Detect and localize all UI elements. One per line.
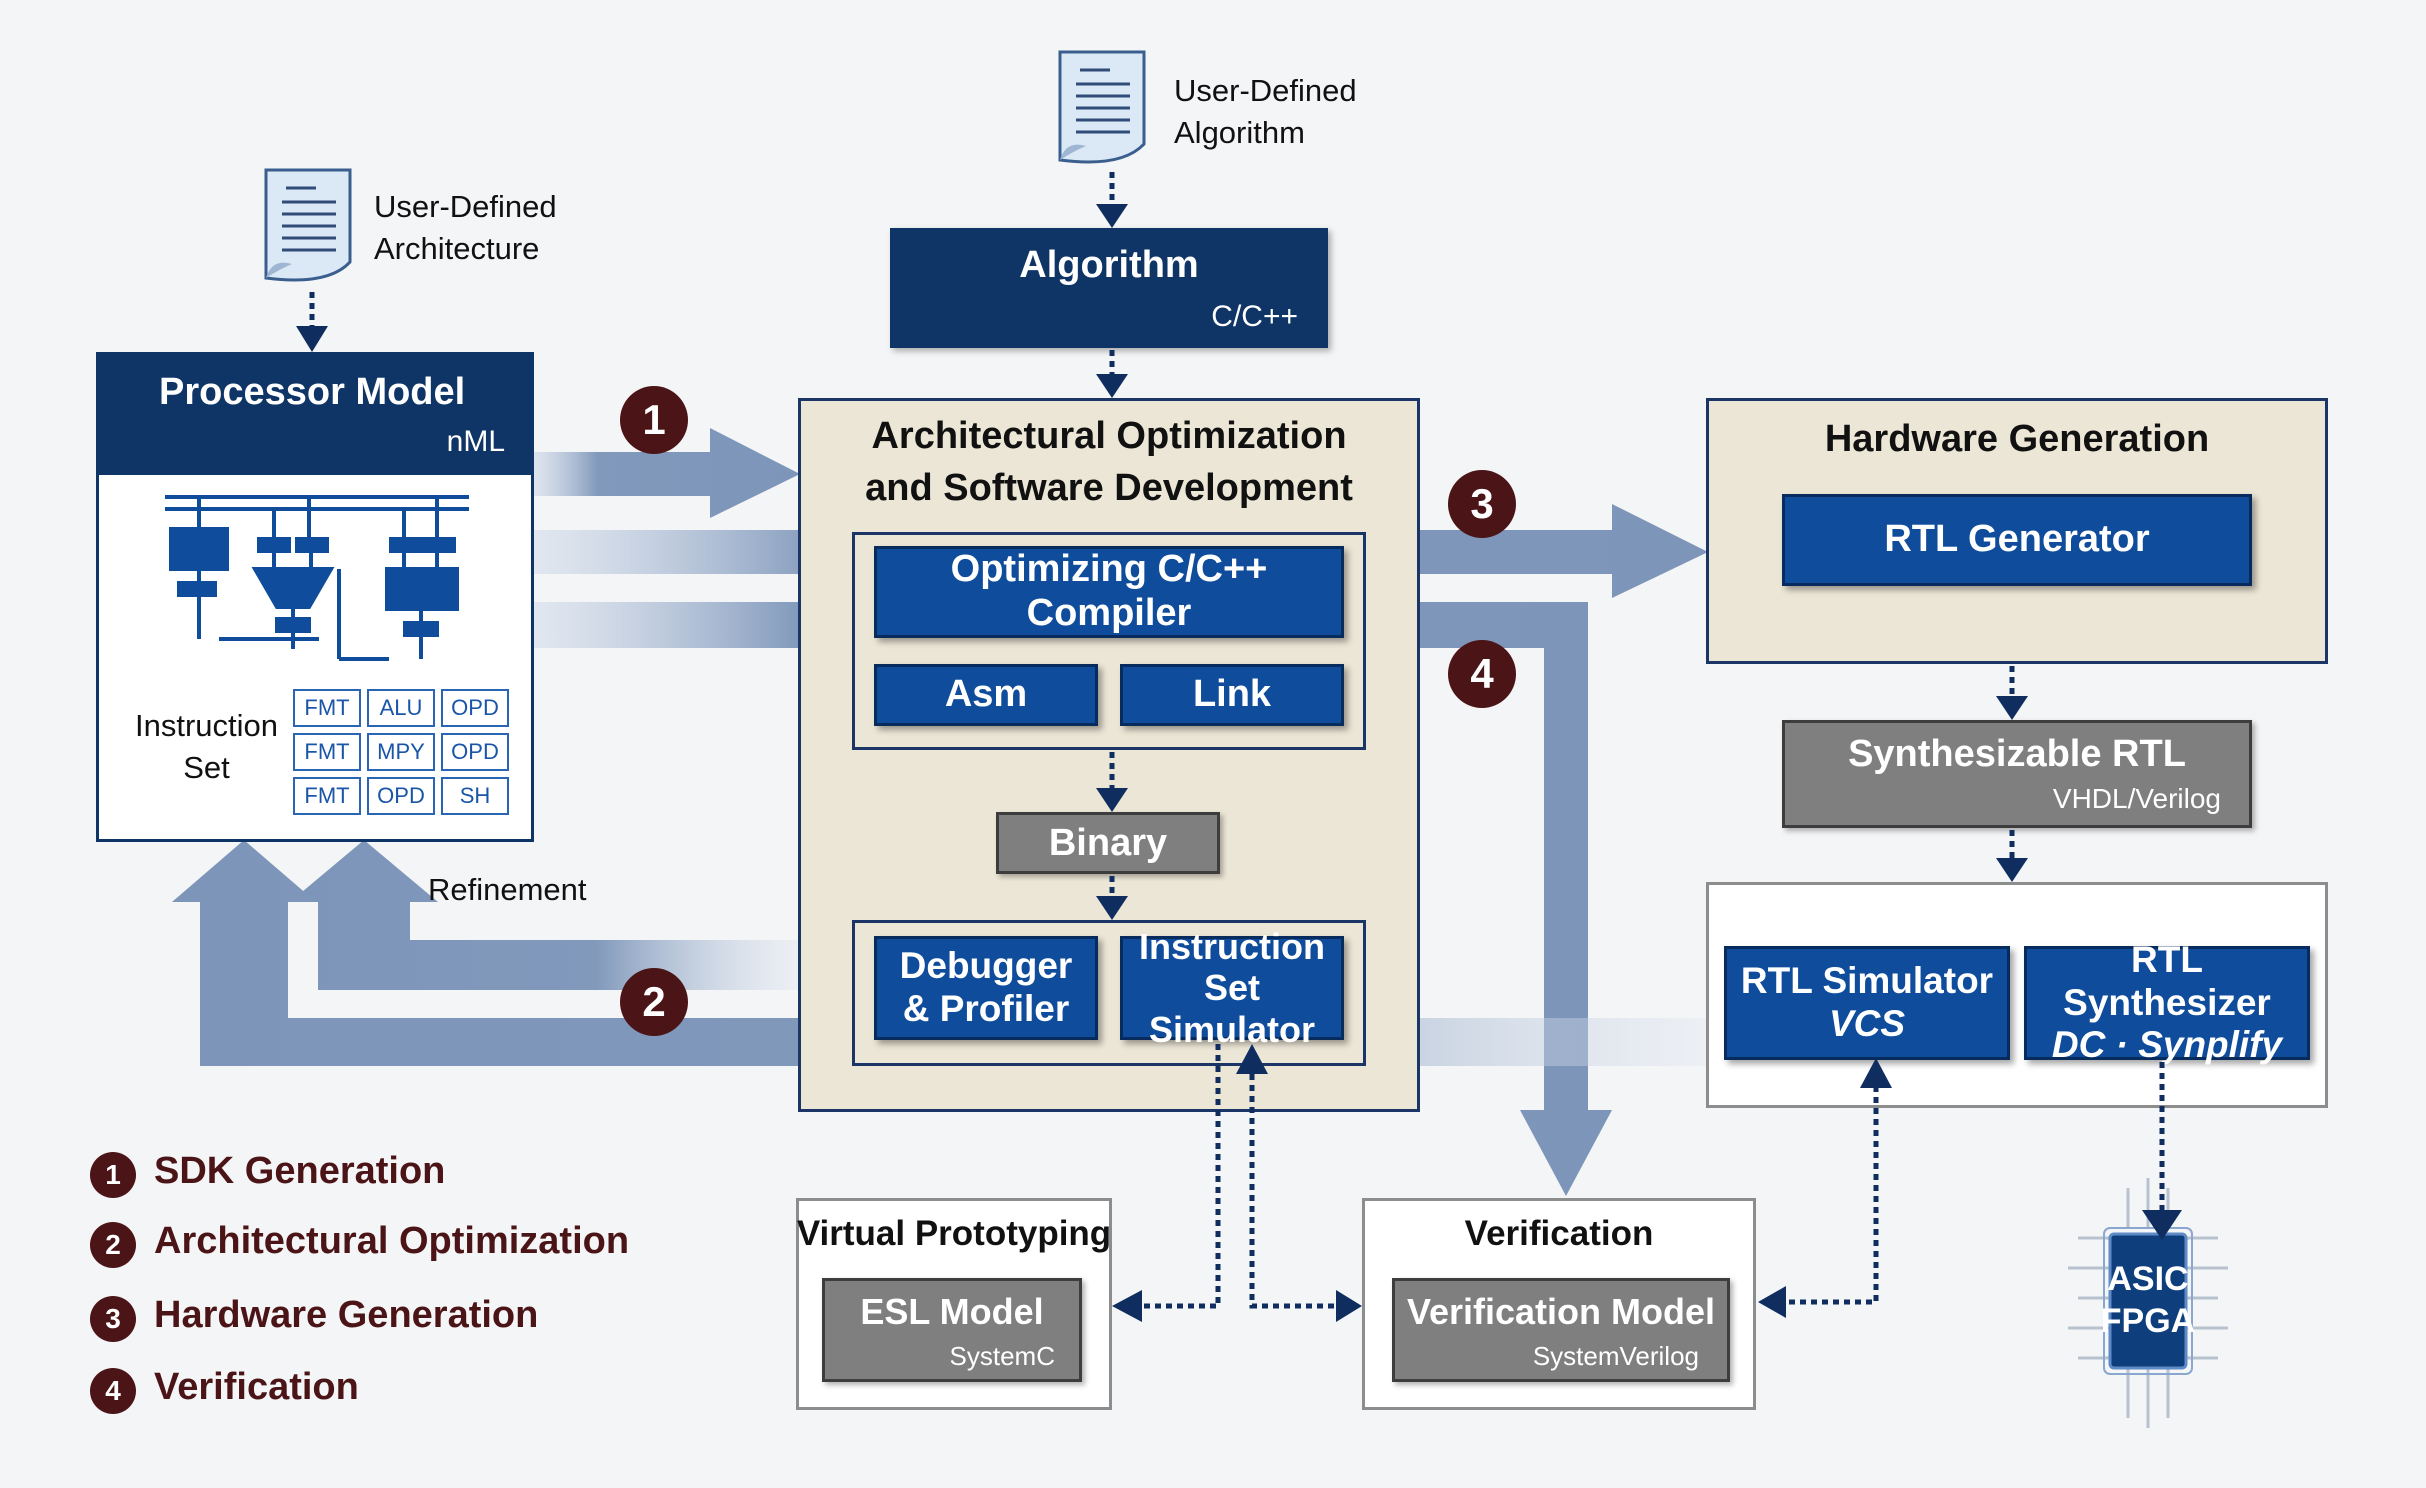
verification-model-title: Verification Model (1406, 1291, 1716, 1332)
chip-asic: ASIC (2107, 1260, 2189, 1298)
flow-2-inner (290, 840, 800, 990)
isa-cell: FMT (293, 733, 361, 771)
doc-arch-line2: Architecture (374, 231, 540, 266)
chip-fpga: FPGA (2100, 1302, 2196, 1340)
refinement-label: Refinement (428, 872, 587, 907)
compiler-group (852, 532, 1366, 750)
isa-cell: OPD (441, 689, 509, 727)
processor-model-title: Processor Model (159, 371, 466, 413)
doc-algorithm-label: User-Defined Algorithm (1174, 70, 1357, 154)
debugger-line2: & Profiler (902, 988, 1070, 1029)
link-button[interactable]: Link (1120, 664, 1344, 726)
rtl-sim-tool: VCS (1828, 1003, 1906, 1044)
rtl-sim-title: RTL Simulator (1740, 960, 1994, 1002)
arch-opt-title-line1: Architectural Optimization (871, 415, 1347, 457)
synth-rtl-sub: VHDL/Verilog (2052, 783, 2221, 814)
rtl-synth-tool: DC · Synplify (2051, 1024, 2283, 1066)
hardware-generation-title: Hardware Generation (1824, 418, 2210, 460)
compiler-button[interactable]: Optimizing C/C++ Compiler (874, 546, 1344, 638)
verification-model-box[interactable]: Verification Model SystemVerilog (1392, 1278, 1730, 1382)
legend-label-2: Architectural Optimization (154, 1220, 630, 1262)
asm-button[interactable]: Asm (874, 664, 1098, 726)
document-icon (264, 168, 352, 282)
legend-num-2: 2 (90, 1222, 136, 1268)
synthesizable-rtl-box[interactable]: Synthesizable RTL VHDL/Verilog (1782, 720, 2252, 828)
algorithm-lang: C/C++ (1211, 300, 1298, 333)
algorithm-box[interactable]: Algorithm C/C++ (890, 228, 1328, 348)
algorithm-title: Algorithm (1019, 244, 1199, 286)
isa-cell: SH (441, 777, 509, 815)
chip-label: ASIC FPGA (2048, 1258, 2248, 1342)
virtual-prototyping-title: Virtual Prototyping (796, 1214, 1112, 1253)
doc-algo-line2: Algorithm (1174, 115, 1305, 150)
arch-opt-title-line2: and Software Development (865, 467, 1353, 509)
isa-label: Instruction Set (135, 705, 278, 789)
legend-num-1: 1 (90, 1152, 136, 1198)
flow-badge-3: 3 (1448, 470, 1516, 538)
rtl-synth-title: RTL Synthesizer (2063, 939, 2271, 1023)
legend-num-4: 4 (90, 1368, 136, 1414)
doc-algo-line1: User-Defined (1174, 73, 1357, 108)
esl-model-title: ESL Model (860, 1291, 1044, 1332)
binary-button[interactable]: Binary (996, 812, 1220, 874)
iss-line2: Simulator (1148, 1008, 1316, 1050)
isa-cell: FMT (293, 777, 361, 815)
rtl-generator-button[interactable]: RTL Generator (1782, 494, 2252, 586)
isa-cell: MPY (367, 733, 435, 771)
flow-1-arrow (530, 428, 800, 518)
doc-arch-line1: User-Defined (374, 189, 557, 224)
legend-label-1: SDK Generation (154, 1150, 446, 1192)
instruction-set-table: FMT ALU OPD FMT MPY OPD FMT OPD SH (293, 689, 509, 815)
doc-architecture-label: User-Defined Architecture (374, 186, 557, 270)
esl-model-box[interactable]: ESL Model SystemC (822, 1278, 1082, 1382)
legend-num-3: 3 (90, 1296, 136, 1342)
flow-badge-2: 2 (620, 968, 688, 1036)
document-icon (1058, 50, 1146, 164)
verification-model-sub: SystemVerilog (1532, 1341, 1699, 1371)
flow-badge-4: 4 (1448, 640, 1516, 708)
isa-cell: ALU (367, 689, 435, 727)
flow-badge-1: 1 (620, 386, 688, 454)
verification-title: Verification (1464, 1214, 1654, 1253)
datapath-schematic-icon (165, 495, 469, 661)
isa-label-line2: Set (183, 750, 230, 785)
esl-model-sub: SystemC (949, 1341, 1055, 1371)
legend-label-4: Verification (154, 1366, 359, 1408)
isa-label-line1: Instruction (135, 708, 279, 743)
isa-cell: OPD (441, 733, 509, 771)
isa-cell: OPD (367, 777, 435, 815)
isa-cell: FMT (293, 689, 361, 727)
chip-icon (2068, 1178, 2228, 1428)
iss-line1: Instruction Set (1139, 925, 1325, 1009)
processor-model-box[interactable]: Processor Model nML Instruction S (96, 352, 534, 842)
legend-label-3: Hardware Generation (154, 1294, 539, 1336)
simulator-group (852, 920, 1366, 1066)
processor-model-lang: nML (446, 425, 505, 458)
debugger-profiler-button[interactable]: Debugger& Profiler (874, 936, 1098, 1040)
processor-model-header (99, 355, 531, 475)
arch-opt-title: Architectural Optimization and Software … (798, 410, 1420, 514)
debugger-line1: Debugger (899, 945, 1073, 987)
synth-rtl-title: Synthesizable RTL (1848, 733, 2186, 775)
